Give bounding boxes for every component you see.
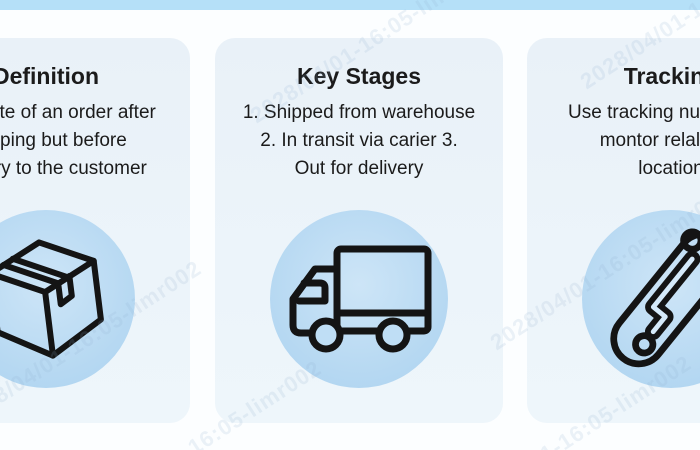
- card-text-line: delivery to the customer: [0, 158, 147, 179]
- truck-icon: [284, 243, 434, 355]
- card-title: Key Stages: [296, 63, 421, 89]
- card-text-line: The state of an order after: [0, 102, 156, 123]
- tracking-icon: [589, 217, 700, 381]
- icon-circle: [0, 210, 135, 388]
- package-icon: [0, 233, 107, 365]
- card-body: Use tracking numbers to montor relal-tim…: [527, 99, 700, 183]
- card-body: The state of an order after shipping but…: [0, 99, 190, 183]
- card-text-line: montor relal-time: [599, 130, 700, 151]
- card-text-line: Out for delivery: [294, 158, 424, 179]
- card-definition: Definition The state of an order after s…: [0, 38, 190, 423]
- card-tracking: Tracking Use tracking numbers to montor …: [527, 38, 700, 423]
- card-text-line: shipping but before: [0, 130, 127, 151]
- card-text-line: 2. In transit via carier 3.: [260, 130, 458, 151]
- card-text-line: Use tracking numbers to: [568, 102, 700, 123]
- top-accent-bar: [0, 0, 700, 10]
- card-title: Definition: [0, 63, 100, 89]
- card-key-stages: Key Stages 1. Shipped from warehouse 2. …: [215, 38, 503, 423]
- icon-circle: [270, 210, 448, 388]
- card-text-line: location: [638, 158, 700, 179]
- card-text-line: 1. Shipped from warehouse: [242, 102, 476, 123]
- icon-circle: [582, 210, 700, 388]
- card-body: 1. Shipped from warehouse 2. In transit …: [215, 99, 503, 183]
- card-title: Tracking: [623, 63, 700, 89]
